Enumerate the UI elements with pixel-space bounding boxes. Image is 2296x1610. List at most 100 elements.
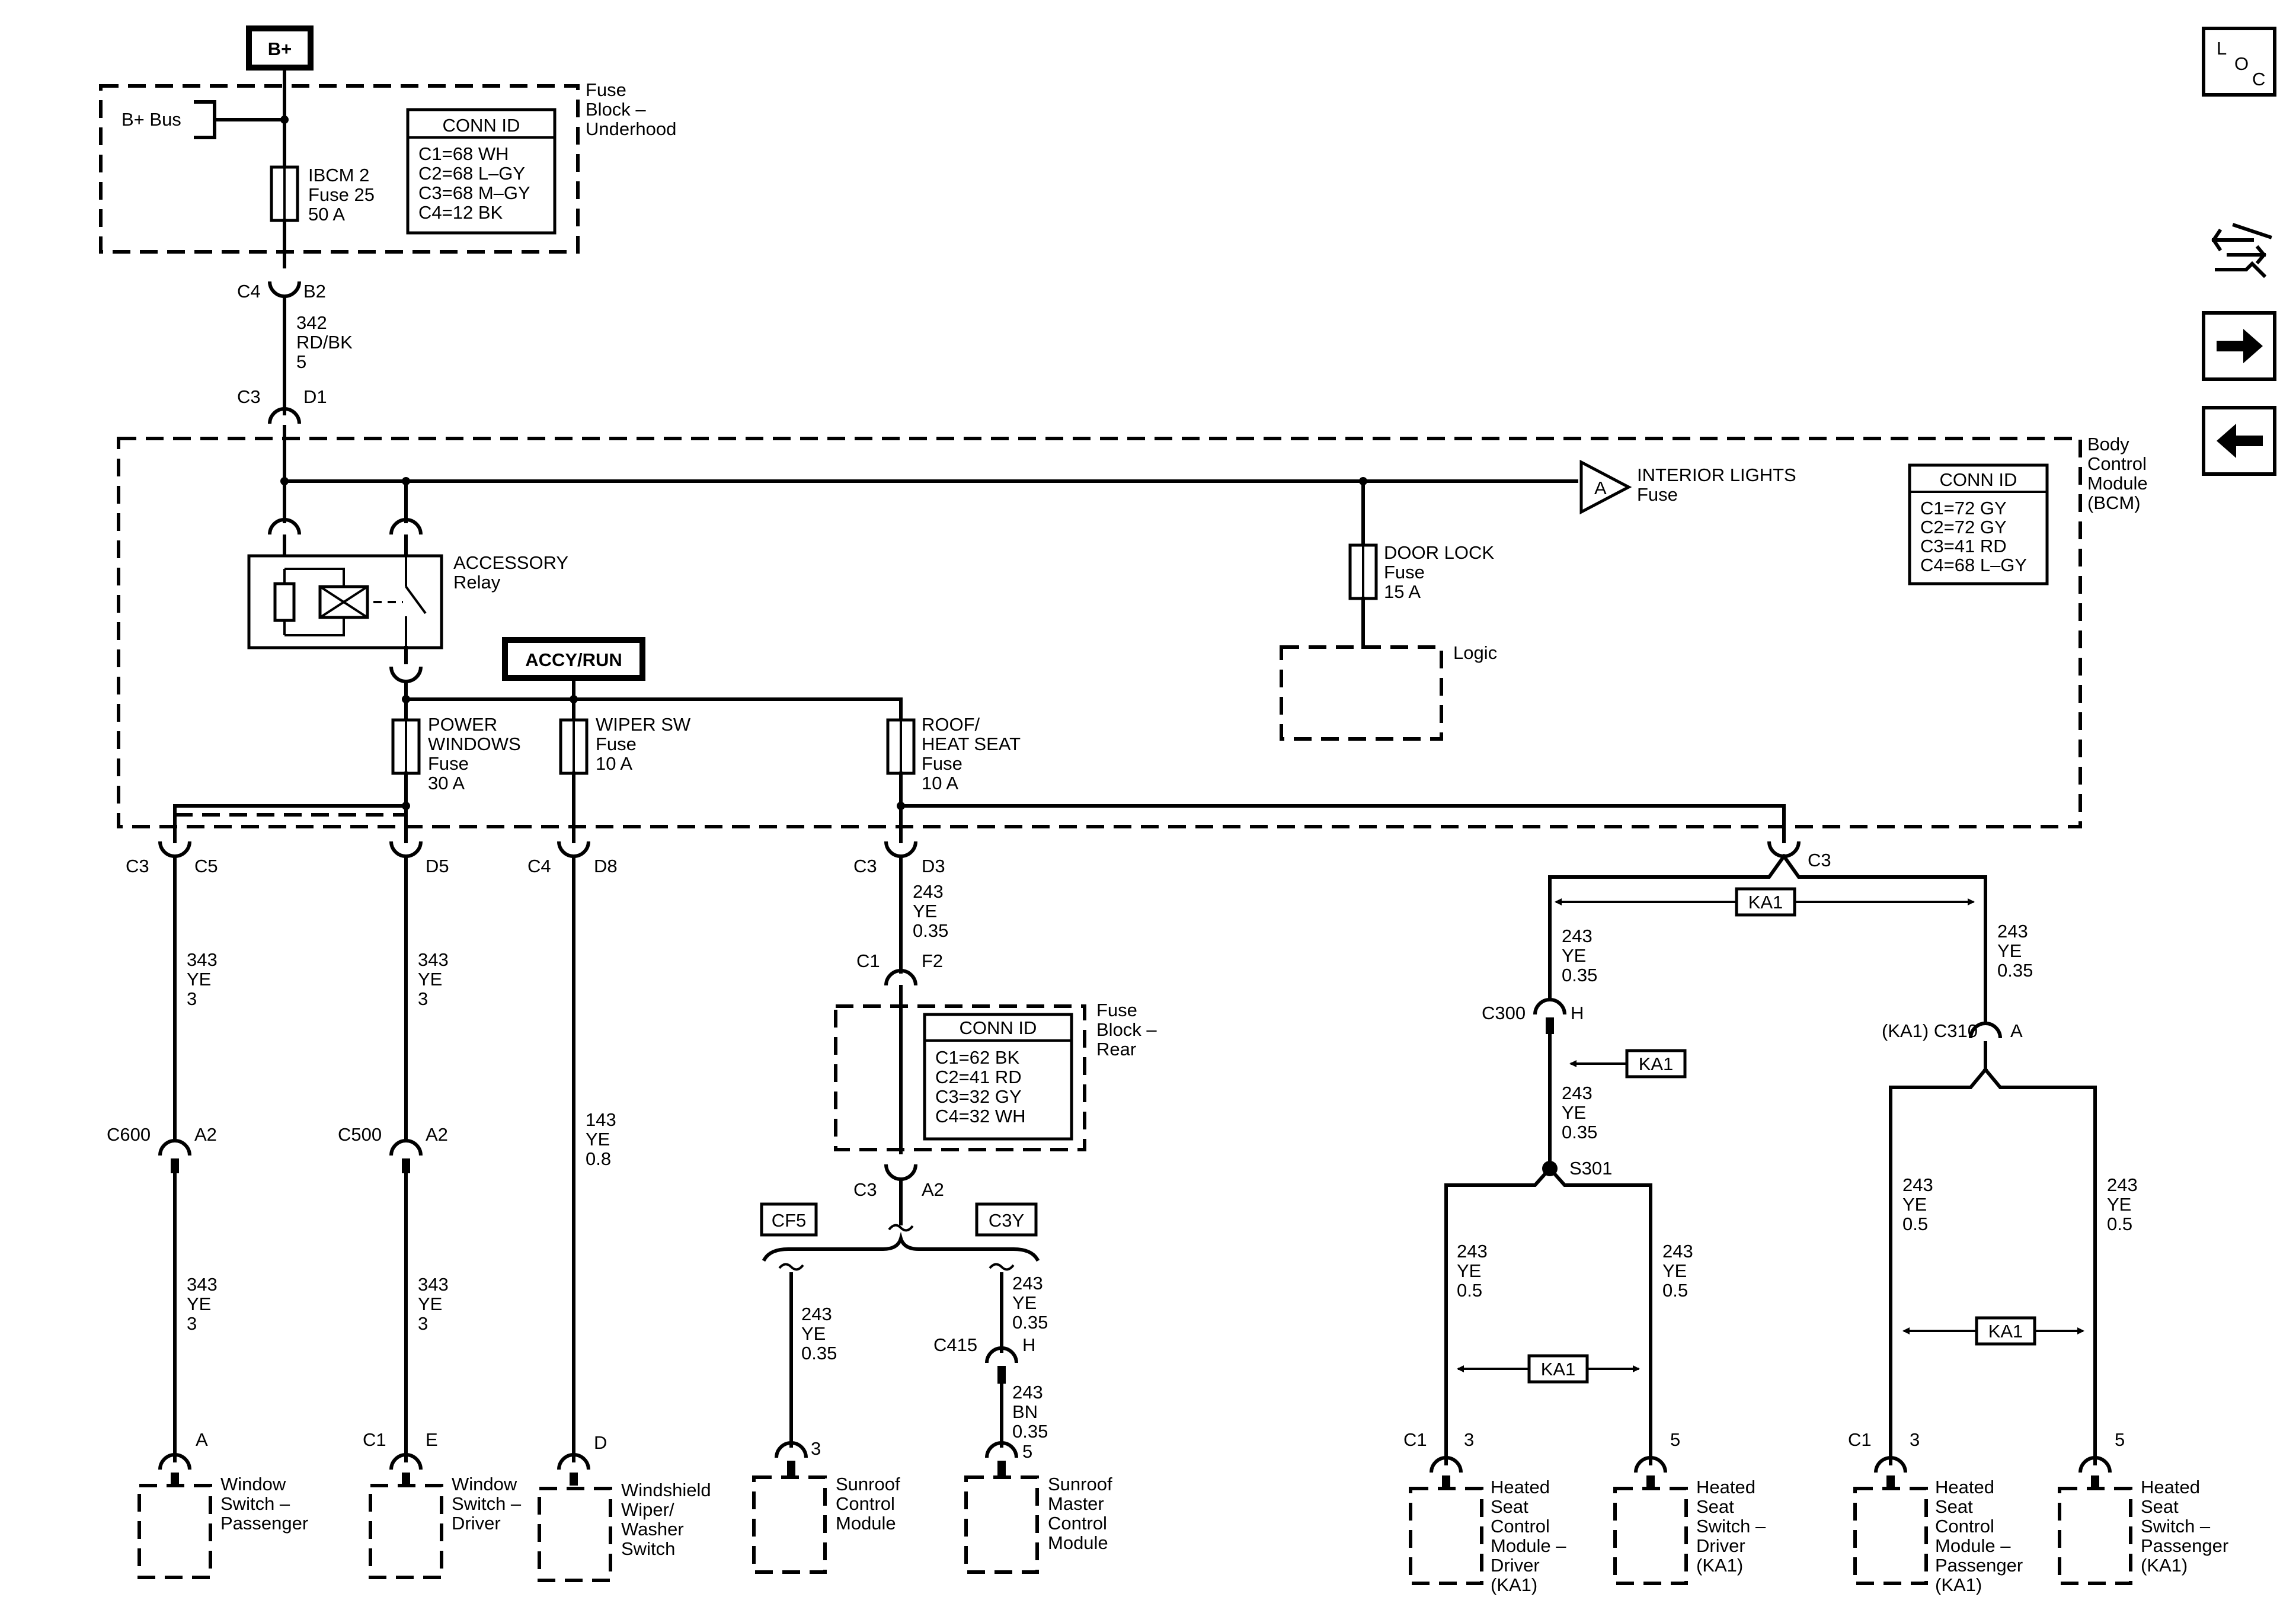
svg-text:C2=68 L–GY: C2=68 L–GY	[418, 163, 525, 184]
arrow-right-button[interactable]	[2202, 311, 2276, 381]
svg-text:Control: Control	[1491, 1516, 1550, 1537]
svg-text:D5: D5	[426, 856, 449, 876]
svg-text:Seat: Seat	[1491, 1496, 1528, 1517]
svg-text:YE: YE	[187, 969, 211, 990]
fuse-block-rear: Fuse Block – Rear CONN ID C1=62 BK C2=41…	[834, 985, 1157, 1154]
svg-text:YE: YE	[187, 1294, 211, 1314]
svg-text:C4=12 BK: C4=12 BK	[418, 202, 503, 223]
svg-text:Rear: Rear	[1096, 1039, 1136, 1060]
svg-text:343: 343	[418, 949, 449, 970]
svg-text:Control: Control	[1048, 1513, 1107, 1534]
svg-text:0.35: 0.35	[1562, 1122, 1597, 1142]
svg-text:A: A	[2010, 1020, 2023, 1041]
svg-text:C1: C1	[856, 950, 880, 971]
circuit-heated-seats: C3 KA1 243 YE 0.35 243 YE 0.35 C300 H KA…	[1403, 841, 2228, 1595]
svg-text:3: 3	[187, 1313, 197, 1334]
svg-text:CONN ID: CONN ID	[443, 115, 520, 136]
body-control-module: Body Control Module (BCM) CONN ID C1=72 …	[117, 434, 2148, 843]
svg-text:KA1: KA1	[1748, 892, 1783, 913]
svg-text:Fuse: Fuse	[596, 734, 637, 754]
svg-text:Module: Module	[1048, 1532, 1108, 1553]
svg-text:C1=72 GY: C1=72 GY	[1920, 498, 2007, 518]
svg-text:C1=68 WH: C1=68 WH	[418, 143, 509, 164]
svg-text:ACCY/RUN: ACCY/RUN	[525, 649, 622, 670]
svg-text:Driver: Driver	[1491, 1555, 1540, 1576]
svg-text:A: A	[196, 1429, 208, 1450]
svg-text:HEAT SEAT: HEAT SEAT	[922, 734, 1021, 754]
svg-text:C4: C4	[237, 281, 261, 302]
svg-text:243: 243	[1902, 1174, 1933, 1195]
svg-text:0.35: 0.35	[801, 1343, 837, 1363]
svg-text:Window: Window	[220, 1474, 286, 1494]
svg-text:5: 5	[1670, 1429, 1680, 1450]
svg-text:243: 243	[1012, 1382, 1043, 1403]
b-plus-label: B+	[268, 39, 292, 59]
fbu-title-3: Underhood	[586, 119, 676, 139]
svg-text:Fuse: Fuse	[428, 753, 469, 774]
svg-text:C4=68 L–GY: C4=68 L–GY	[1920, 555, 2027, 575]
svg-text:5: 5	[1022, 1441, 1032, 1462]
svg-text:ROOF/: ROOF/	[922, 714, 980, 735]
svg-text:243: 243	[1997, 921, 2028, 942]
svg-text:YE: YE	[418, 969, 442, 990]
svg-text:0.35: 0.35	[1012, 1312, 1048, 1333]
accessory-relay: ACCESSORY Relay	[247, 552, 568, 649]
svg-text:243: 243	[913, 881, 944, 902]
svg-text:A2: A2	[194, 1124, 217, 1145]
svg-text:(KA1): (KA1)	[1491, 1574, 1537, 1595]
svg-text:10 A: 10 A	[596, 753, 632, 774]
svg-text:C600: C600	[107, 1124, 151, 1145]
svg-text:WINDOWS: WINDOWS	[428, 734, 521, 754]
svg-text:(KA1): (KA1)	[1935, 1574, 1982, 1595]
svg-text:0.35: 0.35	[1012, 1421, 1048, 1442]
svg-text:YE: YE	[1662, 1260, 1687, 1281]
arrow-left-button[interactable]	[2202, 406, 2276, 476]
loc-button[interactable]: L O C	[2202, 27, 2276, 97]
svg-text:0.35: 0.35	[1562, 965, 1597, 985]
svg-text:CF5: CF5	[772, 1210, 807, 1231]
svg-text:Switch –: Switch –	[1696, 1516, 1766, 1537]
svg-text:C2=72 GY: C2=72 GY	[1920, 517, 2007, 537]
svg-text:POWER: POWER	[428, 714, 497, 735]
svg-text:KA1: KA1	[1988, 1321, 2023, 1342]
svg-text:243: 243	[1457, 1241, 1488, 1262]
svg-text:Switch –: Switch –	[452, 1493, 522, 1514]
svg-text:C1: C1	[363, 1429, 386, 1450]
svg-text:C: C	[2252, 69, 2265, 89]
svg-text:C3: C3	[1808, 850, 1831, 870]
svg-text:Window: Window	[452, 1474, 517, 1494]
svg-text:343: 343	[187, 949, 218, 970]
interior-lights-marker	[1579, 459, 1632, 515]
svg-text:243: 243	[801, 1304, 832, 1324]
wiring-path-icon[interactable]	[2211, 223, 2272, 279]
svg-text:(KA1) C310: (KA1) C310	[1882, 1020, 1978, 1041]
svg-text:Switch: Switch	[621, 1538, 675, 1559]
svg-text:0.5: 0.5	[2107, 1214, 2132, 1234]
svg-text:A2: A2	[426, 1124, 448, 1145]
svg-text:Fuse: Fuse	[1637, 484, 1678, 505]
svg-text:YE: YE	[1012, 1292, 1037, 1313]
feed-wire-342: C4 B2 342 RD/BK 5 C3 D1	[237, 281, 353, 483]
svg-text:C3: C3	[853, 856, 877, 876]
arrow-right-icon	[2217, 329, 2263, 363]
svg-text:D1: D1	[303, 386, 327, 407]
svg-text:3: 3	[187, 988, 197, 1009]
svg-text:C1: C1	[1403, 1429, 1427, 1450]
svg-text:Master: Master	[1048, 1493, 1104, 1514]
fbu-title-2: Block –	[586, 99, 646, 120]
fuse-block-underhood: Fuse Block – Underhood B+ Bus IBCM 2 Fus…	[99, 68, 676, 268]
svg-text:3: 3	[418, 988, 428, 1009]
svg-text:0.35: 0.35	[1997, 960, 2033, 981]
svg-text:C500: C500	[338, 1124, 382, 1145]
svg-text:Module –: Module –	[1491, 1535, 1566, 1556]
svg-text:Logic: Logic	[1453, 642, 1497, 663]
svg-text:Control: Control	[1935, 1516, 1994, 1537]
svg-text:CONN ID: CONN ID	[1940, 469, 2017, 490]
svg-text:BN: BN	[1012, 1401, 1038, 1422]
svg-text:YE: YE	[1997, 940, 2022, 961]
circuit-sunroof: C3 D3 243 YE 0.35 C1 F2 Fuse Block – Rea…	[752, 841, 1157, 1574]
svg-text:C3: C3	[853, 1179, 877, 1200]
svg-text:Module –: Module –	[1935, 1535, 2011, 1556]
bcm-conn-id-table: CONN ID C1=72 GY C2=72 GY C3=41 RD C4=68…	[1908, 463, 2049, 585]
